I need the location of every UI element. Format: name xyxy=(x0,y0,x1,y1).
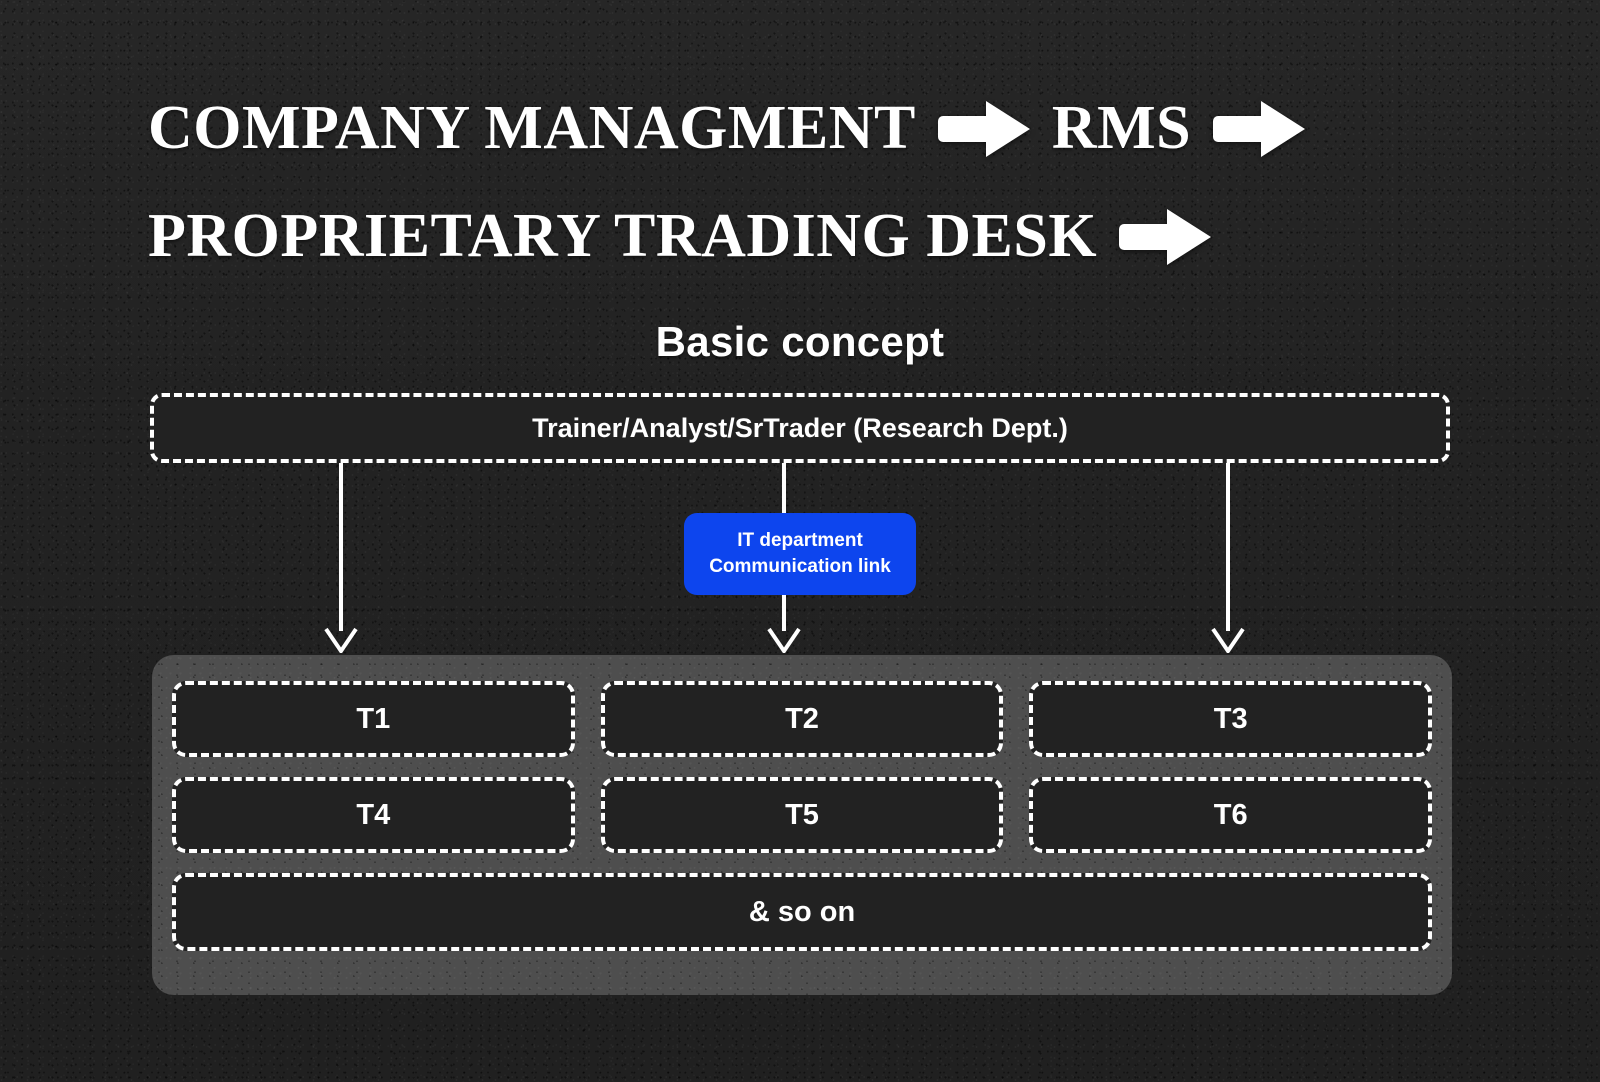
research-dept-label: Trainer/Analyst/SrTrader (Research Dept.… xyxy=(532,412,1068,443)
it-department-line-2: Communication link xyxy=(709,556,891,577)
desk-cell-label: T6 xyxy=(1213,798,1248,831)
headline-line-1: COMPANY MANAGMENT RMS xyxy=(148,86,1468,172)
section-title: Basic concept xyxy=(655,318,945,365)
research-dept-node: Trainer/Analyst/SrTrader (Research Dept.… xyxy=(150,393,1450,463)
arrow-down-icon xyxy=(767,627,801,653)
desk-cell-label: & so on xyxy=(748,895,856,928)
right-arrow-icon xyxy=(1213,101,1306,157)
headline-rms: RMS xyxy=(1051,94,1192,163)
connector-arrow-left xyxy=(324,463,358,653)
desk-cell-t1: T1 xyxy=(172,681,575,757)
desk-cell-label: T4 xyxy=(356,798,391,831)
arrow-down-icon xyxy=(1211,627,1245,653)
desk-cell-t5: T5 xyxy=(600,777,1004,853)
it-department-line-1: IT department xyxy=(737,530,863,552)
desk-cell-and-so-on: & so on xyxy=(172,873,1432,951)
headline-block: COMPANY MANAGMENT RMS PROPRIETARY TRADIN… xyxy=(148,86,1468,280)
desk-cell-t3: T3 xyxy=(1029,681,1433,757)
right-arrow-icon xyxy=(937,101,1030,157)
right-arrow-icon xyxy=(1119,209,1212,265)
desk-row: T1 T2 T3 xyxy=(172,681,1433,757)
desk-cell-label: T3 xyxy=(1213,702,1248,735)
it-department-badge: IT department Communication link xyxy=(684,513,916,595)
desk-row-footer: & so on xyxy=(172,873,1432,951)
desk-cell-label: T2 xyxy=(785,702,819,735)
arrow-down-icon xyxy=(324,627,358,653)
desk-cell-label: T1 xyxy=(356,702,391,735)
connector-arrow-right xyxy=(1211,463,1245,653)
desk-row: T4 T5 T6 xyxy=(172,777,1433,853)
headline-line-2: PROPRIETARY TRADING DESK xyxy=(148,194,1468,280)
desk-cell-label: T5 xyxy=(785,798,819,831)
headline-company-managment: COMPANY MANAGMENT xyxy=(148,94,916,163)
desk-cell-t2: T2 xyxy=(600,681,1004,757)
desk-cell-t6: T6 xyxy=(1029,777,1433,853)
headline-proprietary-trading-desk: PROPRIETARY TRADING DESK xyxy=(148,202,1098,271)
desk-cell-t4: T4 xyxy=(172,777,575,853)
trading-desk-panel: T1 T2 T3 T4 T5 T6 & so on xyxy=(152,655,1452,995)
